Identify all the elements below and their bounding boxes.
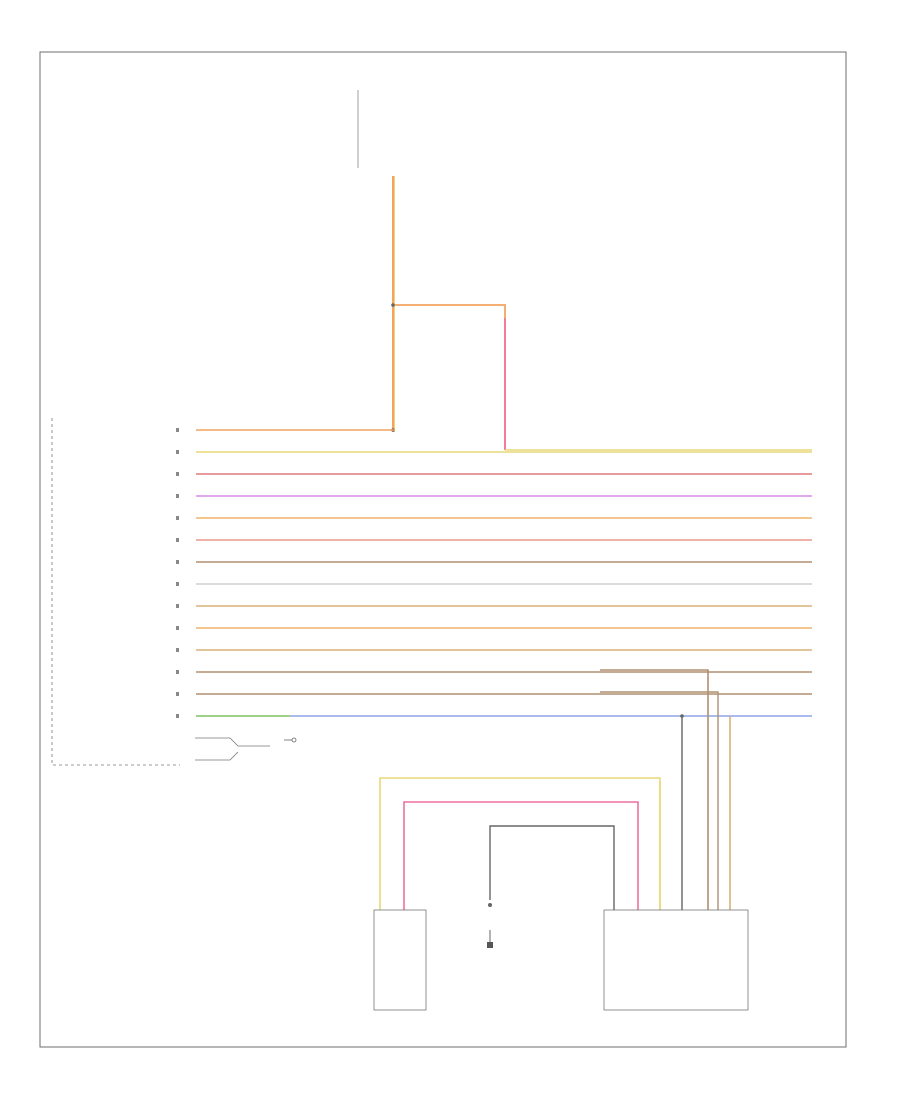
ground-symbol xyxy=(487,930,493,948)
pin-row-pin-1 xyxy=(176,428,179,432)
pin-row-pin-11 xyxy=(176,648,179,652)
pin-row-pin-12 xyxy=(176,670,179,674)
pin-row-pin-6 xyxy=(176,538,179,542)
diagram-frame xyxy=(39,51,847,1048)
main-module xyxy=(51,418,180,766)
pin-row-pin-5 xyxy=(176,516,179,520)
pin-row-pin-13 xyxy=(176,692,179,696)
pin-row-pin-7 xyxy=(176,560,179,564)
pin-row-pin-3 xyxy=(176,472,179,476)
branch-wire xyxy=(395,304,506,450)
bottom-left-module xyxy=(373,909,427,1011)
pin-row-pin-2 xyxy=(176,450,179,454)
lower-harness xyxy=(379,777,661,910)
pin-row-pin-14 xyxy=(176,714,179,718)
right-drop-wires xyxy=(600,669,731,910)
pin-row-pin-10 xyxy=(176,626,179,630)
switch-symbol xyxy=(195,737,297,761)
pin-row-pin-4 xyxy=(176,494,179,498)
bottom-right-module xyxy=(603,909,749,1011)
pin-row-pin-8 xyxy=(176,582,179,586)
pin-row-wires xyxy=(176,428,812,718)
vertical-feed-wire xyxy=(391,176,395,432)
pin-row-pin-9 xyxy=(176,604,179,608)
